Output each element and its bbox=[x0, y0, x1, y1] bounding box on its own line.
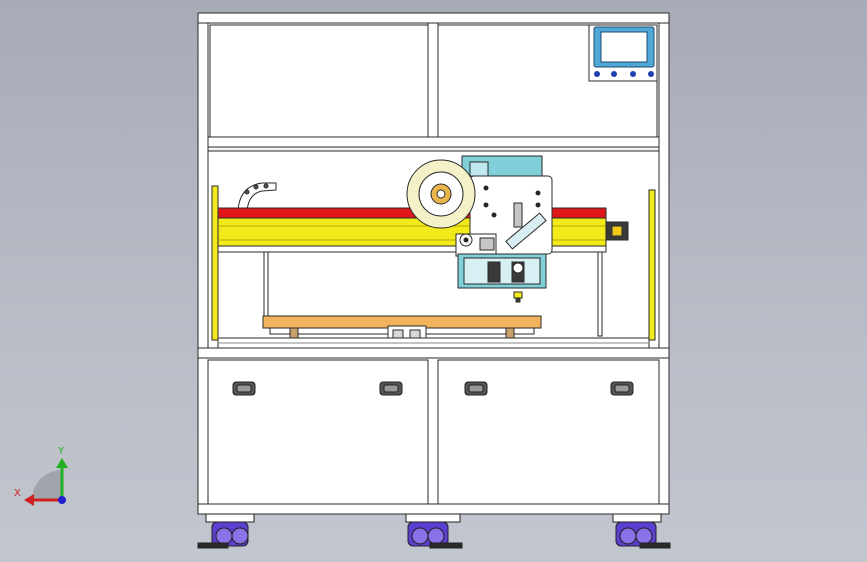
hmi-button bbox=[594, 71, 600, 77]
hmi-button bbox=[611, 71, 617, 77]
light-curtain-left bbox=[211, 185, 219, 341]
orientation-triad: Y X bbox=[14, 446, 68, 506]
hmi-button bbox=[630, 71, 636, 77]
caster-right bbox=[612, 513, 671, 549]
labeling-head bbox=[406, 155, 553, 303]
work-area bbox=[211, 182, 656, 349]
lower-cabinet bbox=[197, 347, 670, 515]
z-axis-dot bbox=[58, 496, 66, 504]
y-axis-label: Y bbox=[57, 446, 65, 457]
casters bbox=[197, 513, 671, 549]
light-curtain-right bbox=[648, 189, 656, 341]
top-panel-left bbox=[209, 24, 429, 138]
hmi-button bbox=[648, 71, 654, 77]
caster-left bbox=[197, 513, 255, 549]
peel-arm bbox=[505, 212, 547, 250]
cabinet-handles bbox=[232, 381, 634, 396]
hmi-screen bbox=[588, 24, 658, 82]
x-axis-label: X bbox=[14, 488, 21, 499]
hmi-display bbox=[600, 31, 648, 63]
caster-center bbox=[405, 513, 463, 549]
